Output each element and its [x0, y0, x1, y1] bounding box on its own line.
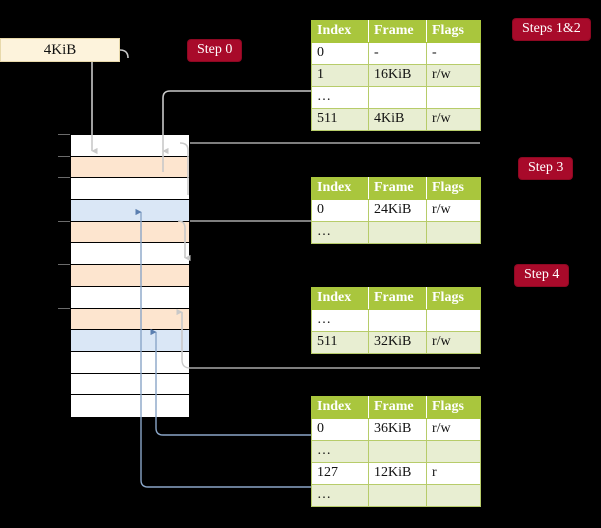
- column-header-frame: Frame: [368, 396, 427, 419]
- column-header-flags: Flags: [426, 396, 481, 419]
- badge-steps-1-2: Steps 1&2: [513, 19, 590, 41]
- memory-tick-2: [58, 177, 71, 179]
- memory-tick-8: [58, 307, 71, 309]
- badge-step-0: Step 0: [188, 40, 242, 62]
- cell-index: 0: [311, 42, 369, 65]
- cell-frame: 4KiB: [368, 108, 427, 131]
- memory-frame-10: [71, 351, 189, 374]
- memory-frame-2: [71, 178, 189, 201]
- cell-frame: [368, 86, 427, 109]
- table-row: …: [311, 86, 481, 109]
- memory-frame-4: [71, 221, 189, 244]
- physical-memory-column: [70, 134, 190, 417]
- memory-frame-6: [71, 265, 189, 287]
- cell-flags: [426, 221, 481, 244]
- memory-frame-12: [71, 395, 189, 417]
- column-header-flags: Flags: [426, 20, 481, 43]
- badge-step-4: Step 4: [515, 265, 569, 287]
- badge-step-3: Step 3: [519, 158, 573, 180]
- column-header-index: Index: [311, 177, 369, 200]
- memory-frame-1: [71, 156, 189, 179]
- memory-frame-9: [71, 330, 189, 352]
- cell-flags: r/w: [426, 199, 481, 222]
- table-row: 0--: [311, 42, 481, 65]
- column-header-index: Index: [311, 287, 369, 310]
- memory-frame-7: [71, 286, 189, 309]
- cell-flags: [426, 309, 481, 332]
- cell-index: 127: [311, 462, 369, 485]
- column-header-frame: Frame: [368, 287, 427, 310]
- memory-tick-4: [58, 220, 71, 222]
- column-header-frame: Frame: [368, 20, 427, 43]
- memory-frame-8: [71, 308, 189, 331]
- table-row: …: [311, 221, 481, 244]
- cr3-value: 4KiB: [43, 41, 77, 58]
- cell-frame: [368, 221, 427, 244]
- cell-frame: [368, 309, 427, 332]
- table-row: …: [311, 440, 481, 463]
- memory-tick-0: [58, 134, 71, 135]
- memory-frame-0: [71, 135, 189, 157]
- memory-tick-6: [58, 264, 71, 266]
- cell-frame: 12KiB: [368, 462, 427, 485]
- memory-tick-1: [58, 155, 71, 157]
- cell-index: …: [311, 221, 369, 244]
- cell-index: 511: [311, 331, 369, 354]
- cell-index: 511: [311, 108, 369, 131]
- cell-index: 1: [311, 64, 369, 87]
- cell-flags: r/w: [426, 418, 481, 441]
- cell-frame: 36KiB: [368, 418, 427, 441]
- memory-frame-11: [71, 373, 189, 396]
- cell-frame: 24KiB: [368, 199, 427, 222]
- cell-index: …: [311, 440, 369, 463]
- cell-index: …: [311, 309, 369, 332]
- cell-frame: 32KiB: [368, 331, 427, 354]
- cell-flags: -: [426, 42, 481, 65]
- column-header-index: Index: [311, 20, 369, 43]
- cell-flags: r/w: [426, 331, 481, 354]
- cell-frame: 16KiB: [368, 64, 427, 87]
- cr3-register-label: 4KiB: [0, 38, 120, 62]
- cell-index: 0: [311, 199, 369, 222]
- table-row: …: [311, 309, 481, 332]
- table-row: …: [311, 484, 481, 507]
- cell-frame: [368, 484, 427, 507]
- memory-frame-5: [71, 243, 189, 266]
- cell-flags: r: [426, 462, 481, 485]
- column-header-index: Index: [311, 396, 369, 419]
- cell-index: …: [311, 484, 369, 507]
- cell-index: …: [311, 86, 369, 109]
- column-header-flags: Flags: [426, 177, 481, 200]
- cell-frame: [368, 440, 427, 463]
- cell-flags: [426, 440, 481, 463]
- cell-flags: [426, 484, 481, 507]
- column-header-flags: Flags: [426, 287, 481, 310]
- cell-frame: -: [368, 42, 427, 65]
- cell-flags: [426, 86, 481, 109]
- column-header-frame: Frame: [368, 177, 427, 200]
- memory-frame-3: [71, 200, 189, 222]
- cell-index: 0: [311, 418, 369, 441]
- cell-flags: r/w: [426, 108, 481, 131]
- cell-flags: r/w: [426, 64, 481, 87]
